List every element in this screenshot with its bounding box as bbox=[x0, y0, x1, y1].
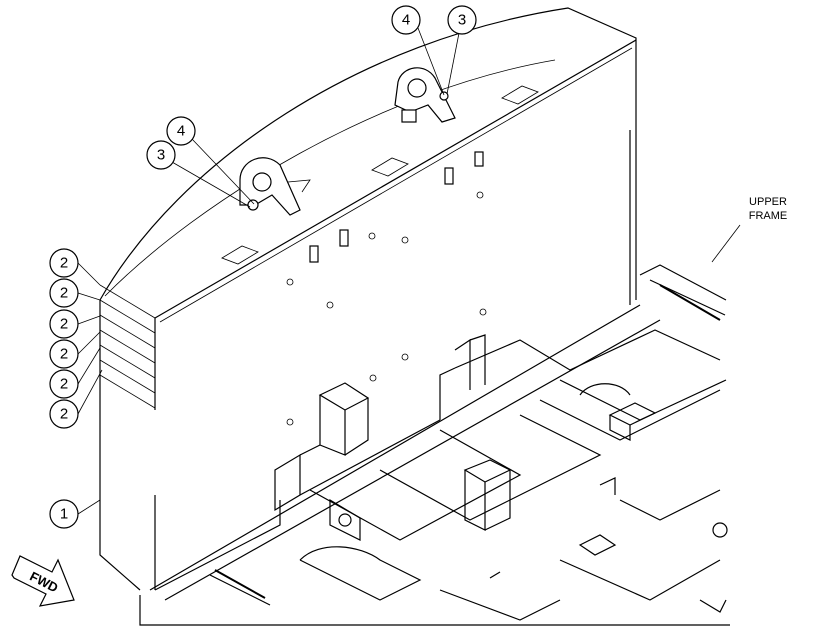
callout-4-top: 4 bbox=[391, 5, 421, 35]
upper-frame-label: UPPER FRAME bbox=[749, 196, 788, 222]
callout-1: 1 bbox=[49, 499, 79, 529]
upper-frame-structure bbox=[139, 264, 730, 626]
callout-2-b: 2 bbox=[49, 278, 79, 308]
callout-number: 4 bbox=[402, 12, 410, 29]
callout-2-e: 2 bbox=[49, 369, 79, 399]
callout-2-d: 2 bbox=[49, 339, 79, 369]
callout-number: 2 bbox=[60, 406, 68, 423]
callout-leaders bbox=[77, 27, 741, 515]
stacked-plates bbox=[99, 284, 156, 409]
callout-number: 2 bbox=[60, 346, 68, 363]
callout-2-f: 2 bbox=[49, 399, 79, 429]
upper-frame-label-line2: FRAME bbox=[749, 210, 788, 222]
forward-arrow: FWD bbox=[11, 555, 75, 607]
callout-2-c: 2 bbox=[49, 309, 79, 339]
callout-3-top: 3 bbox=[447, 5, 477, 35]
callout-number: 3 bbox=[458, 12, 466, 29]
counterweight-body bbox=[99, 7, 637, 591]
callout-number: 1 bbox=[60, 506, 68, 523]
callout-number: 2 bbox=[60, 285, 68, 302]
upper-frame-label-line1: UPPER bbox=[749, 196, 787, 208]
front-face-hardware bbox=[286, 151, 487, 426]
callout-number: 2 bbox=[60, 255, 68, 272]
callout-number: 2 bbox=[60, 316, 68, 333]
callout-2-a: 2 bbox=[49, 248, 79, 278]
callout-3-left: 3 bbox=[146, 140, 176, 170]
callout-number: 3 bbox=[157, 147, 165, 164]
callout-number: 4 bbox=[177, 123, 185, 140]
lifting-eye-right bbox=[394, 67, 456, 123]
lifting-eye-left bbox=[239, 157, 311, 216]
callout-number: 2 bbox=[60, 376, 68, 393]
callout-4-left: 4 bbox=[166, 116, 196, 146]
